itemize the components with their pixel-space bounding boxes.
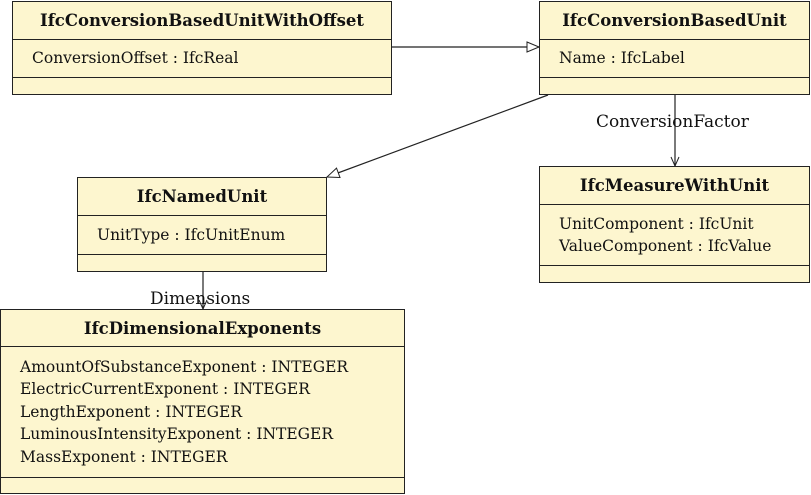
generalization-conversion-to-named <box>327 94 549 177</box>
attribute: MassExponent : INTEGER <box>20 447 228 466</box>
class-name: IfcConversionBasedUnitWithOffset <box>13 2 391 40</box>
attribute: Name : IfcLabel <box>559 49 685 68</box>
attribute: LuminousIntensityExponent : INTEGER <box>20 425 334 444</box>
attribute: UnitType : IfcUnitEnum <box>97 225 286 244</box>
association-label-conversion-factor: ConversionFactor <box>596 112 749 132</box>
attribute: AmountOfSubstanceExponent : INTEGER <box>20 357 349 376</box>
class-name: IfcConversionBasedUnit <box>540 2 809 40</box>
attribute: UnitComponent : IfcUnit <box>559 214 754 233</box>
class-name: IfcNamedUnit <box>78 178 326 216</box>
class-ifc-conversion-based-unit[interactable]: IfcConversionBasedUnit Name : IfcLabel <box>539 1 810 95</box>
attribute-list: ConversionOffset : IfcReal <box>13 40 391 78</box>
attribute-list: UnitComponent : IfcUnit ValueComponent :… <box>540 205 809 266</box>
attribute: LengthExponent : INTEGER <box>20 402 243 421</box>
attribute: ConversionOffset : IfcReal <box>32 49 239 68</box>
attribute-list: Name : IfcLabel <box>540 40 809 78</box>
attribute: ElectricCurrentExponent : INTEGER <box>20 380 310 399</box>
class-ifc-named-unit[interactable]: IfcNamedUnit UnitType : IfcUnitEnum <box>77 177 327 272</box>
class-name: IfcMeasureWithUnit <box>540 167 809 205</box>
class-ifc-conversion-based-unit-with-offset[interactable]: IfcConversionBasedUnitWithOffset Convers… <box>12 1 392 95</box>
attribute-list: UnitType : IfcUnitEnum <box>78 216 326 255</box>
class-ifc-dimensional-exponents[interactable]: IfcDimensionalExponents AmountOfSubstanc… <box>0 309 405 494</box>
association-label-dimensions: Dimensions <box>150 289 251 309</box>
attribute-list: AmountOfSubstanceExponent : INTEGER Elec… <box>1 347 404 478</box>
class-ifc-measure-with-unit[interactable]: IfcMeasureWithUnit UnitComponent : IfcUn… <box>539 166 810 283</box>
attribute: ValueComponent : IfcValue <box>559 237 772 255</box>
class-name: IfcDimensionalExponents <box>1 310 404 347</box>
